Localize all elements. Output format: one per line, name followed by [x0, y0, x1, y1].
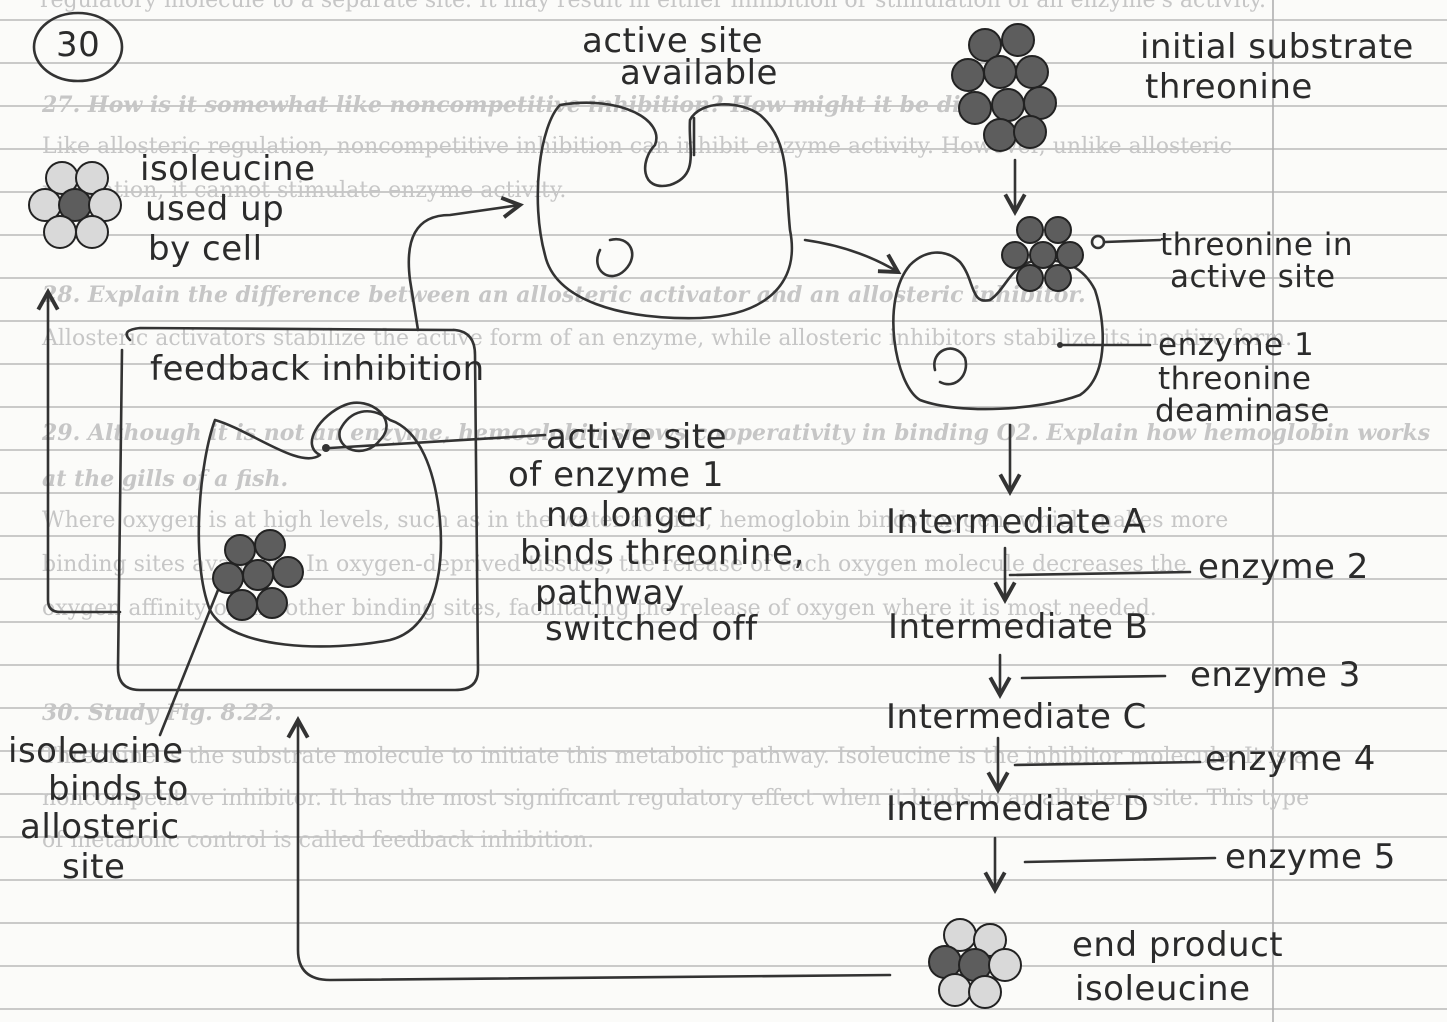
leader-enzyme2 [1010, 572, 1190, 575]
label-active-site-available-2: available [620, 56, 778, 91]
leader-threonine-active-site [1105, 240, 1160, 242]
label-enzyme1-3: deaminase [1155, 396, 1330, 428]
label-isoleucine-used-1: isoleucine [140, 152, 315, 187]
label-intermediate-c: Intermediate C [886, 700, 1147, 735]
leader-enzyme5 [1025, 858, 1215, 862]
label-isoleucine-binds-2: binds to [48, 772, 189, 807]
label-intermediate-d: Intermediate D [886, 792, 1149, 827]
label-isoleucine-binds-3: allosteric [20, 810, 180, 845]
isoleucine-used-molecule [29, 162, 121, 248]
label-active-site-enzyme1-1: active site [546, 420, 727, 455]
feedback-return-arrow [298, 720, 890, 980]
pointer-inhibited-active-site [330, 435, 545, 448]
label-active-site-enzyme1-3: no longer [546, 498, 712, 533]
label-enzyme1-2: threonine [1158, 364, 1311, 396]
initial-threonine-molecule [952, 24, 1056, 151]
label-enzyme3: enzyme 3 [1190, 658, 1361, 693]
label-active-site-enzyme1-4: binds threonine, [520, 536, 805, 571]
label-isoleucine-binds-1: isoleucine [8, 734, 183, 769]
label-enzyme1-1: enzyme 1 [1158, 330, 1314, 362]
label-active-site-enzyme1-2: of enzyme 1 [508, 458, 724, 493]
label-end-product-1: end product [1072, 928, 1283, 963]
label-initial-substrate-1: initial substrate [1140, 30, 1414, 65]
label-end-product-2: isoleucine [1075, 972, 1250, 1007]
label-active-site-enzyme1-5: pathway [535, 576, 685, 611]
enzyme-free-shape [538, 103, 792, 318]
label-threonine-active-site-2: active site [1170, 262, 1336, 294]
label-enzyme5: enzyme 5 [1225, 840, 1396, 875]
pointer-allosteric-site [160, 580, 222, 735]
threonine-in-active-site-molecule [1002, 217, 1083, 291]
question-number: 30 [56, 28, 100, 63]
leader-enzyme3 [1022, 676, 1165, 678]
label-threonine-active-site-1: threonine in [1160, 230, 1353, 262]
leader-enzyme4 [1015, 762, 1200, 765]
label-isoleucine-used-3: by cell [148, 232, 263, 267]
label-feedback-inhibition: feedback inhibition [150, 352, 485, 387]
arrow-to-bound-enzyme [805, 240, 898, 272]
label-enzyme2: enzyme 2 [1198, 550, 1369, 585]
label-intermediate-a: Intermediate A [886, 505, 1146, 540]
label-enzyme4: enzyme 4 [1205, 742, 1376, 777]
label-isoleucine-used-2: used up [145, 192, 284, 227]
label-initial-substrate-2: threonine [1145, 70, 1313, 105]
arrow-to-free-enzyme [409, 205, 520, 330]
label-isoleucine-binds-4: site [62, 850, 125, 885]
label-active-site-enzyme1-6: switched off [545, 612, 758, 647]
isoleucine-allosteric-molecule [213, 530, 303, 620]
label-intermediate-b: Intermediate B [888, 610, 1149, 645]
end-product-molecule [929, 919, 1021, 1008]
